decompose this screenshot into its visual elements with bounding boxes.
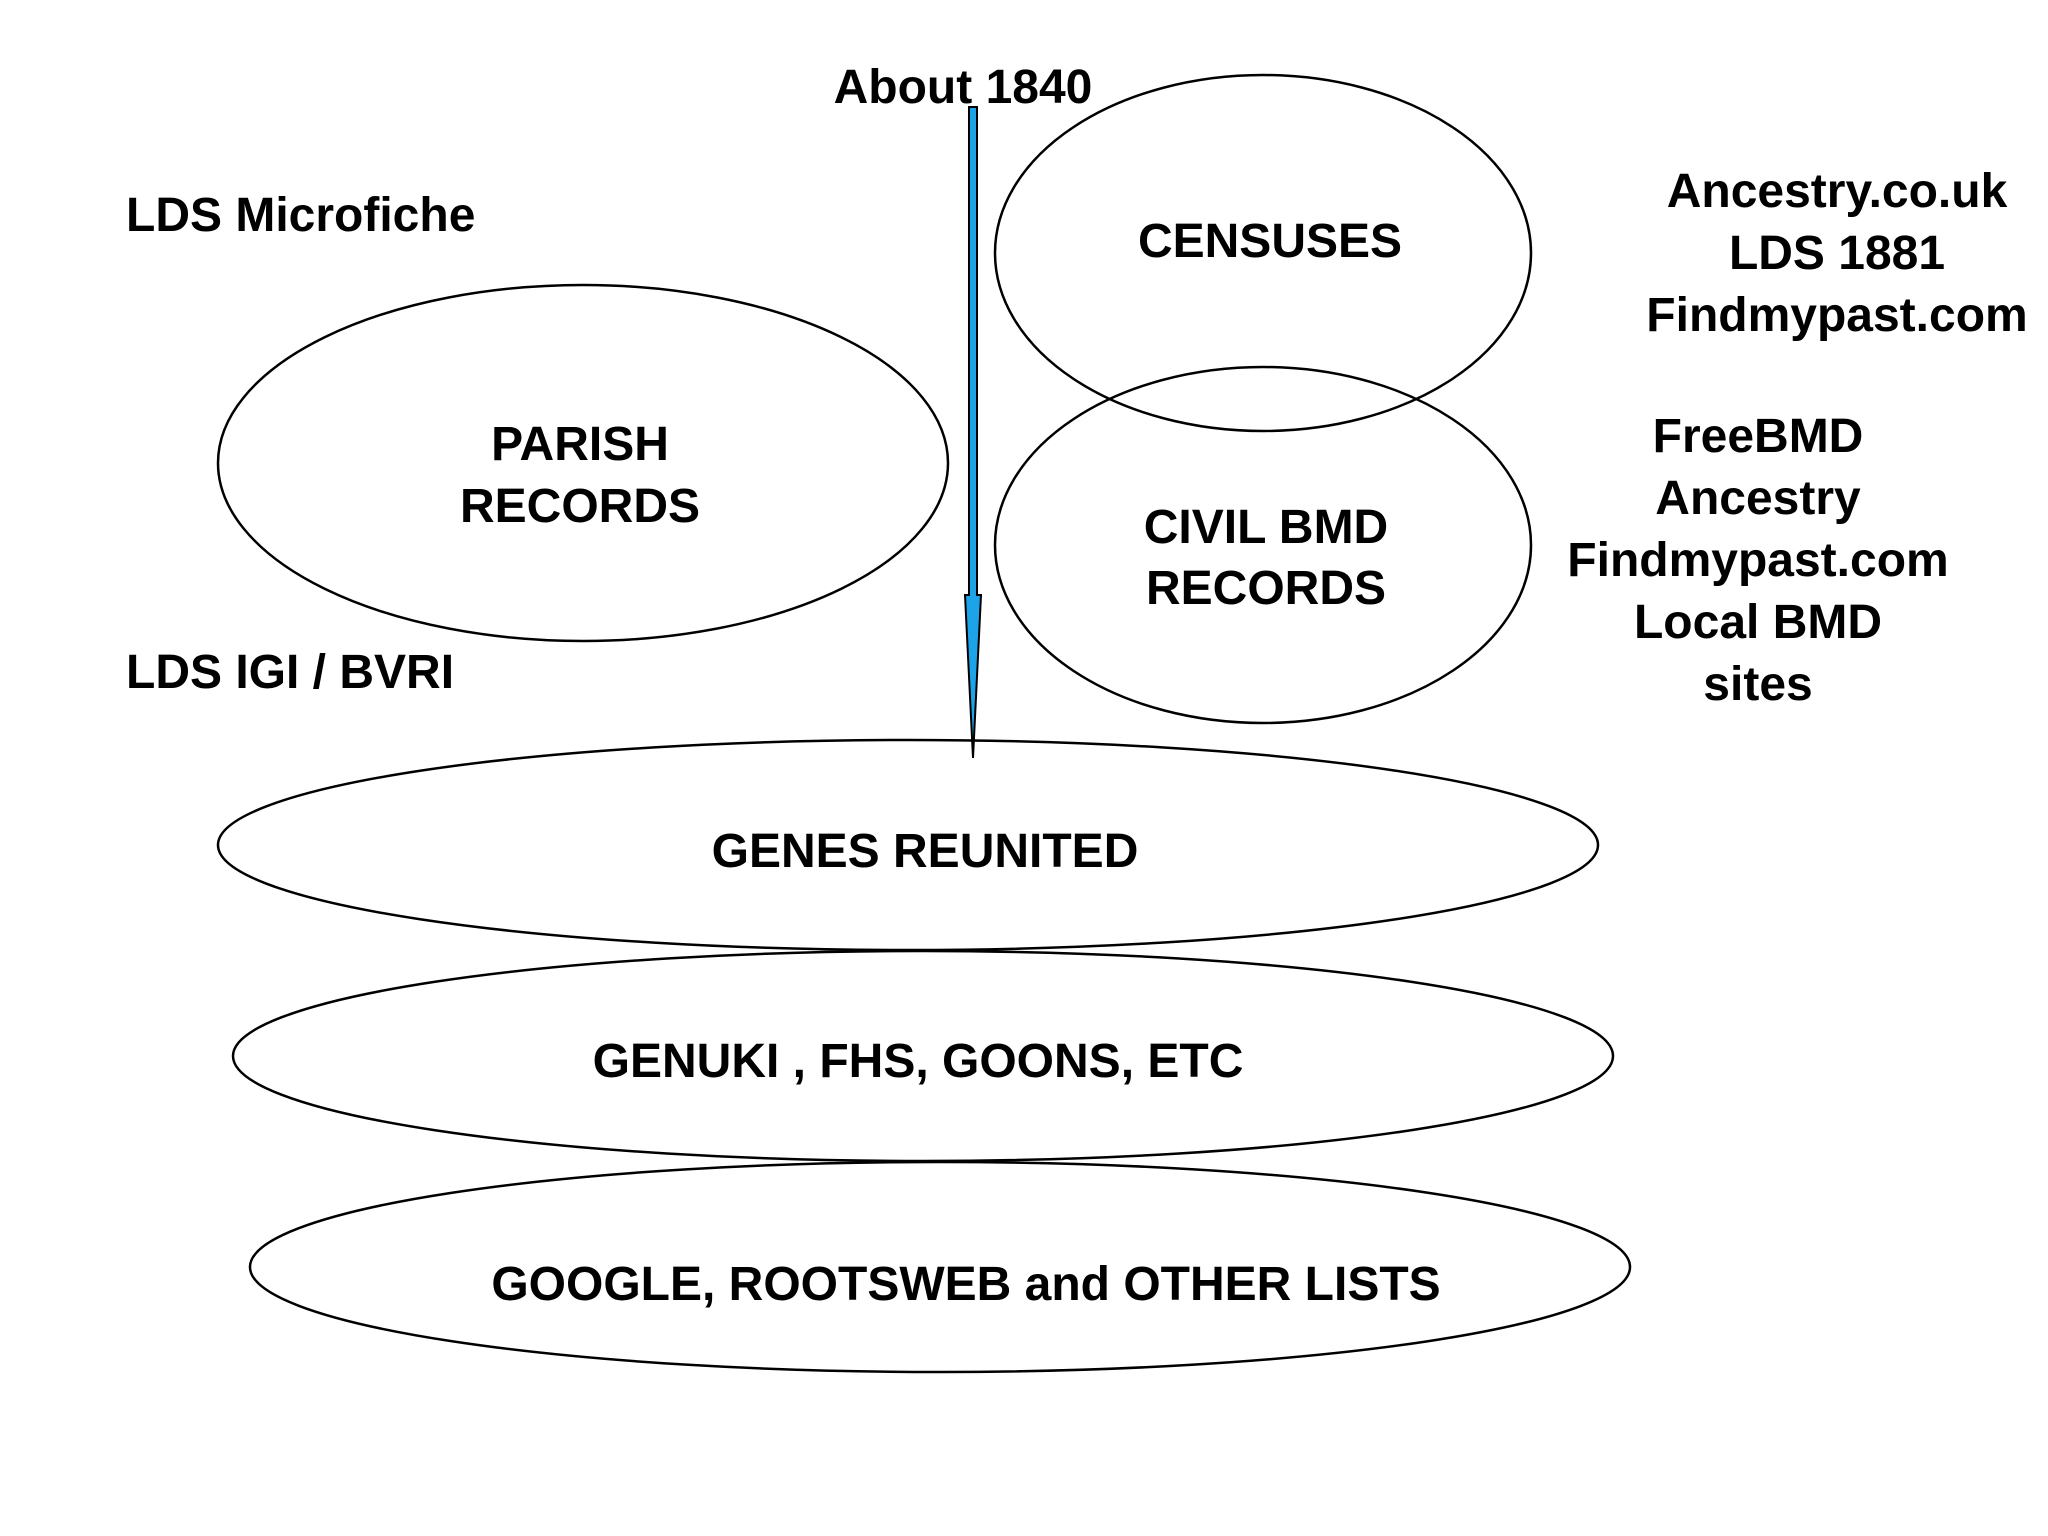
census-site-findmypast: Findmypast.com (1646, 289, 2027, 342)
google-rootsweb-ellipse (248, 1160, 1632, 1374)
timeline-label: About 1840 (834, 61, 1093, 114)
census-site-ancestry-couk: Ancestry.co.uk (1667, 165, 2008, 218)
left-source-microfiche: LDS Microfiche (126, 189, 475, 242)
bmd-site-ancestry: Ancestry (1655, 472, 1861, 525)
bmd-site-sites: sites (1703, 658, 1812, 711)
censuses-label: CENSUSES (1138, 215, 1402, 268)
genes-reunited-label: GENES REUNITED (712, 825, 1139, 878)
censuses-ellipse (993, 73, 1533, 433)
bmd-site-local-bmd: Local BMD (1634, 596, 1882, 649)
parish-records-ellipse (216, 283, 950, 643)
bmd-site-findmypast: Findmypast.com (1567, 534, 1948, 587)
parish-records-label-line1: PARISH (491, 418, 669, 471)
civil-bmd-ellipse (993, 365, 1533, 725)
timeline-arrow-shape (963, 106, 983, 759)
civil-bmd-label-line1: CIVIL BMD (1144, 501, 1388, 554)
genuki-label: GENUKI , FHS, GOONS, ETC (593, 1035, 1244, 1088)
civil-bmd-label-line2: RECORDS (1146, 562, 1386, 615)
left-source-igi-bvri: LDS IGI / BVRI (126, 646, 454, 699)
timeline-arrow (963, 106, 983, 759)
google-rootsweb-label: GOOGLE, ROOTSWEB and OTHER LISTS (491, 1258, 1440, 1311)
bmd-site-freebmd: FreeBMD (1653, 410, 1864, 463)
parish-records-label-line2: RECORDS (460, 480, 700, 533)
census-site-lds-1881: LDS 1881 (1729, 227, 1945, 280)
